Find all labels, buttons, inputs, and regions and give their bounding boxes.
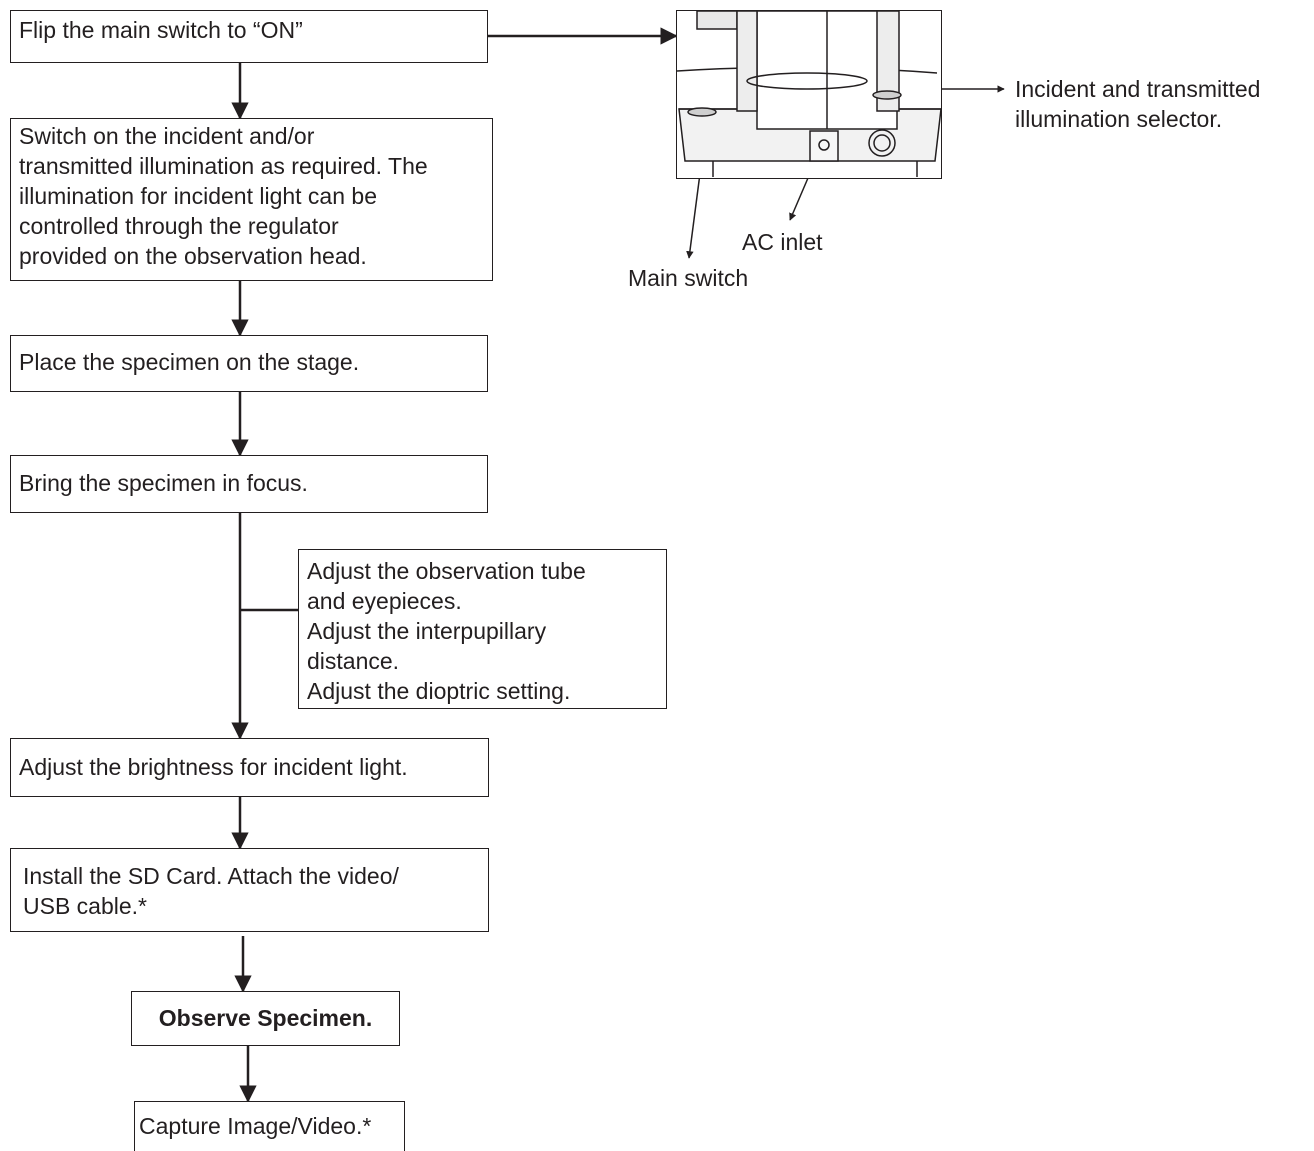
step-observe-specimen: Observe Specimen.: [131, 991, 400, 1046]
step-brightness: Adjust the brightness for incident light…: [10, 738, 489, 797]
step-sd-card: Install the SD Card. Attach the video/ U…: [10, 848, 489, 932]
callout-ac-inlet-label: AC inlet: [742, 229, 823, 255]
callout-selector-label: Incident and transmitted illumination se…: [1015, 76, 1261, 132]
step-focus: Bring the specimen in focus.: [10, 455, 488, 513]
step-illumination: Switch on the incident and/or transmitte…: [10, 118, 493, 281]
callout-main-switch-label: Main switch: [628, 265, 749, 291]
step-main-switch: Flip the main switch to “ON”: [10, 10, 488, 63]
step-place-specimen: Place the specimen on the stage.: [10, 335, 488, 392]
microscope-base-image: [676, 10, 942, 179]
step-capture: Capture Image/Video.*: [134, 1101, 405, 1151]
adjust-note-box: Adjust the observation tube and eyepiece…: [298, 549, 667, 709]
